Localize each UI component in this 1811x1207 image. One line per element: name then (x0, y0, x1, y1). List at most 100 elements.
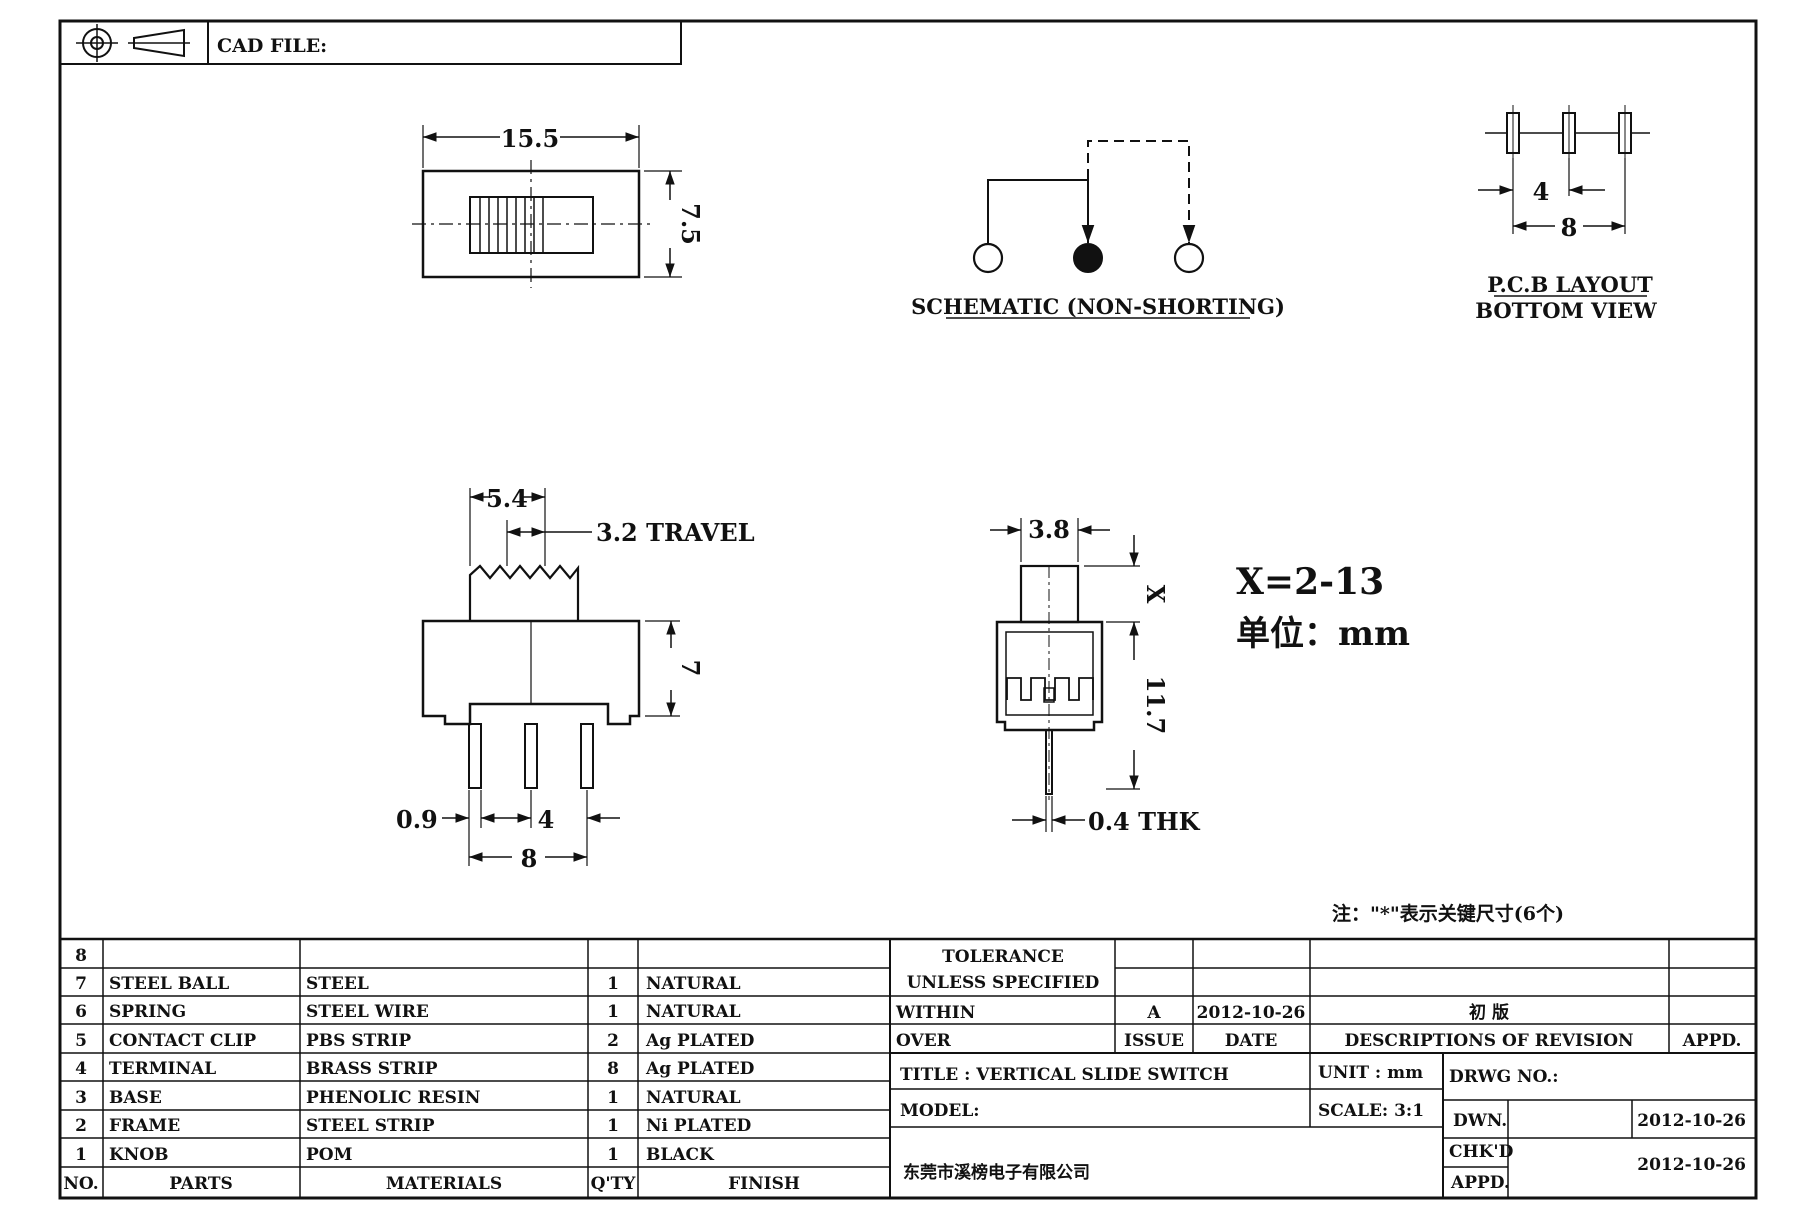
bom-finish: NATURAL (646, 1002, 741, 1022)
bom-no: 4 (75, 1059, 87, 1079)
bom-row: 3 BASE PHENOLIC RESIN 1 NATURAL (75, 1088, 741, 1108)
bom-header-row: NO. PARTS MATERIALS Q'TY FINISH (63, 1174, 800, 1194)
dim-body-height: 7 (676, 660, 705, 677)
side-dim-thk: 0.4 THK (1088, 807, 1201, 836)
issue-date: 2012-10-26 (1197, 1003, 1306, 1023)
bom-no: 7 (75, 974, 87, 994)
bom-qty: 8 (607, 1059, 619, 1079)
bom-row: 2 FRAME STEEL STRIP 1 Ni PLATED (75, 1116, 751, 1136)
bom-qty: 1 (607, 974, 619, 994)
dim-top-width: 15.5 (501, 124, 559, 153)
unit-note: 单位：mm (1236, 614, 1410, 654)
bom-row: 5 CONTACT CLIP PBS STRIP 2 Ag PLATED (75, 1031, 755, 1051)
terminal-common-icon (1073, 243, 1103, 273)
dim-pin-span: 8 (521, 844, 538, 873)
bom-material: BRASS STRIP (306, 1059, 438, 1079)
issue-label: ISSUE (1124, 1031, 1184, 1051)
within-label: WITHIN (895, 1003, 975, 1023)
bom-material: STEEL WIRE (306, 1002, 429, 1022)
terminal-left-icon (972, 242, 1004, 274)
bom-header-qty: Q'TY (591, 1174, 637, 1194)
bom-finish: NATURAL (646, 1088, 741, 1108)
bom-part: SPRING (109, 1002, 186, 1022)
bom-qty: 2 (607, 1031, 619, 1051)
company-name: 东莞市溪榜电子有限公司 (903, 1162, 1090, 1183)
appd-label: APPD. (1682, 1031, 1742, 1051)
bom-material: STEEL STRIP (306, 1116, 435, 1136)
bom-finish: Ag PLATED (645, 1031, 755, 1051)
tolerance-label: TOLERANCE (942, 947, 1064, 967)
unit-label: UNIT : mm (1318, 1063, 1423, 1083)
bom-header-no: NO. (63, 1174, 98, 1194)
pcb-dim-pitch: 4 (1533, 177, 1550, 206)
side-view (990, 518, 1140, 832)
dim-top-height: 7.5 (676, 203, 705, 245)
projection-symbol-icon (76, 24, 190, 62)
bom-material: STEEL (306, 974, 369, 994)
drawing-title: TITLE : VERTICAL SLIDE SWITCH (900, 1065, 1229, 1085)
bom-part: STEEL BALL (109, 974, 229, 994)
bom-no: 6 (75, 1002, 87, 1022)
revision-block: TOLERANCE UNLESS SPECIFIED WITHIN OVER A… (895, 947, 1741, 1051)
cad-file-label: CAD FILE: (217, 35, 327, 57)
bom-row: 4 TERMINAL BRASS STRIP 8 Ag PLATED (75, 1059, 755, 1079)
bom-part: FRAME (109, 1116, 180, 1136)
bom-no: 1 (75, 1145, 87, 1165)
bom-row: 7 STEEL BALL STEEL 1 NATURAL (75, 974, 741, 994)
terminal-right-icon (1173, 242, 1205, 274)
tolerance-spec-label: UNLESS SPECIFIED (907, 973, 1100, 993)
dim-pin-width: 0.9 (396, 805, 438, 834)
side-dim-height: 11.7 (1141, 676, 1170, 734)
bom-table: 8 7 STEEL BALL STEEL 1 NATURAL 6 SPRING … (63, 946, 800, 1194)
bom-header-material: MATERIALS (386, 1174, 502, 1194)
side-dim-x: X (1141, 585, 1170, 604)
bom-qty: 1 (607, 1116, 619, 1136)
pcb-dim-span: 8 (1561, 213, 1578, 242)
drawing-frame (58, 19, 1758, 1200)
descriptions-label: DESCRIPTIONS OF REVISION (1344, 1031, 1633, 1051)
bom-material: PBS STRIP (306, 1031, 411, 1051)
chkd-date: 2012-10-26 (1637, 1155, 1746, 1175)
bom-qty: 1 (607, 1002, 619, 1022)
bom-header-part: PARTS (169, 1174, 233, 1194)
issue-value: A (1146, 1003, 1161, 1023)
bom-header-finish: FINISH (728, 1174, 800, 1194)
dwn-label: DWN. (1453, 1111, 1507, 1131)
schematic-label: SCHEMATIC (NON-SHORTING) (911, 294, 1285, 319)
pcb-label-line2: BOTTOM VIEW (1475, 298, 1657, 323)
key-dimension-note: 注："*"表示关键尺寸(6个) (1332, 902, 1564, 925)
dim-knob-width: 5.4 (486, 484, 528, 513)
header-block: CAD FILE: (59, 20, 682, 65)
drawing-number-label: DRWG NO.: (1449, 1067, 1559, 1087)
dim-travel: 3.2 TRAVEL (596, 518, 755, 547)
bom-no: 5 (75, 1031, 87, 1051)
bom-row: 1 KNOB POM 1 BLACK (75, 1145, 715, 1165)
revision-description: 初 版 (1469, 1002, 1509, 1023)
x-range-note: X=2-13 (1236, 561, 1384, 603)
bom-no: 3 (75, 1088, 87, 1108)
bom-material: PHENOLIC RESIN (306, 1088, 480, 1108)
bom-part: TERMINAL (109, 1059, 216, 1079)
front-view (421, 488, 680, 866)
bom-part: KNOB (109, 1145, 169, 1165)
dim-pin-pitch: 4 (538, 805, 555, 834)
pcb-label-line1: P.C.B LAYOUT (1487, 272, 1653, 297)
bom-material: POM (306, 1145, 353, 1165)
top-view (412, 125, 682, 288)
model-label: MODEL: (900, 1101, 980, 1121)
title-info: TITLE : VERTICAL SLIDE SWITCH MODEL: UNI… (900, 1063, 1746, 1193)
bom-row: 8 (75, 946, 87, 966)
side-dim-width: 3.8 (1028, 515, 1070, 544)
schematic-diagram (946, 140, 1250, 319)
bom-finish: NATURAL (646, 974, 741, 994)
bom-qty: 1 (607, 1088, 619, 1108)
date-label: DATE (1225, 1031, 1278, 1051)
bom-qty: 1 (607, 1145, 619, 1165)
scale-label: SCALE: 3:1 (1318, 1101, 1424, 1121)
approved-label: APPD. (1450, 1173, 1510, 1193)
bom-finish: BLACK (646, 1145, 715, 1165)
over-label: OVER (896, 1031, 952, 1051)
pcb-layout (1478, 105, 1650, 297)
bom-no: 2 (75, 1116, 87, 1136)
